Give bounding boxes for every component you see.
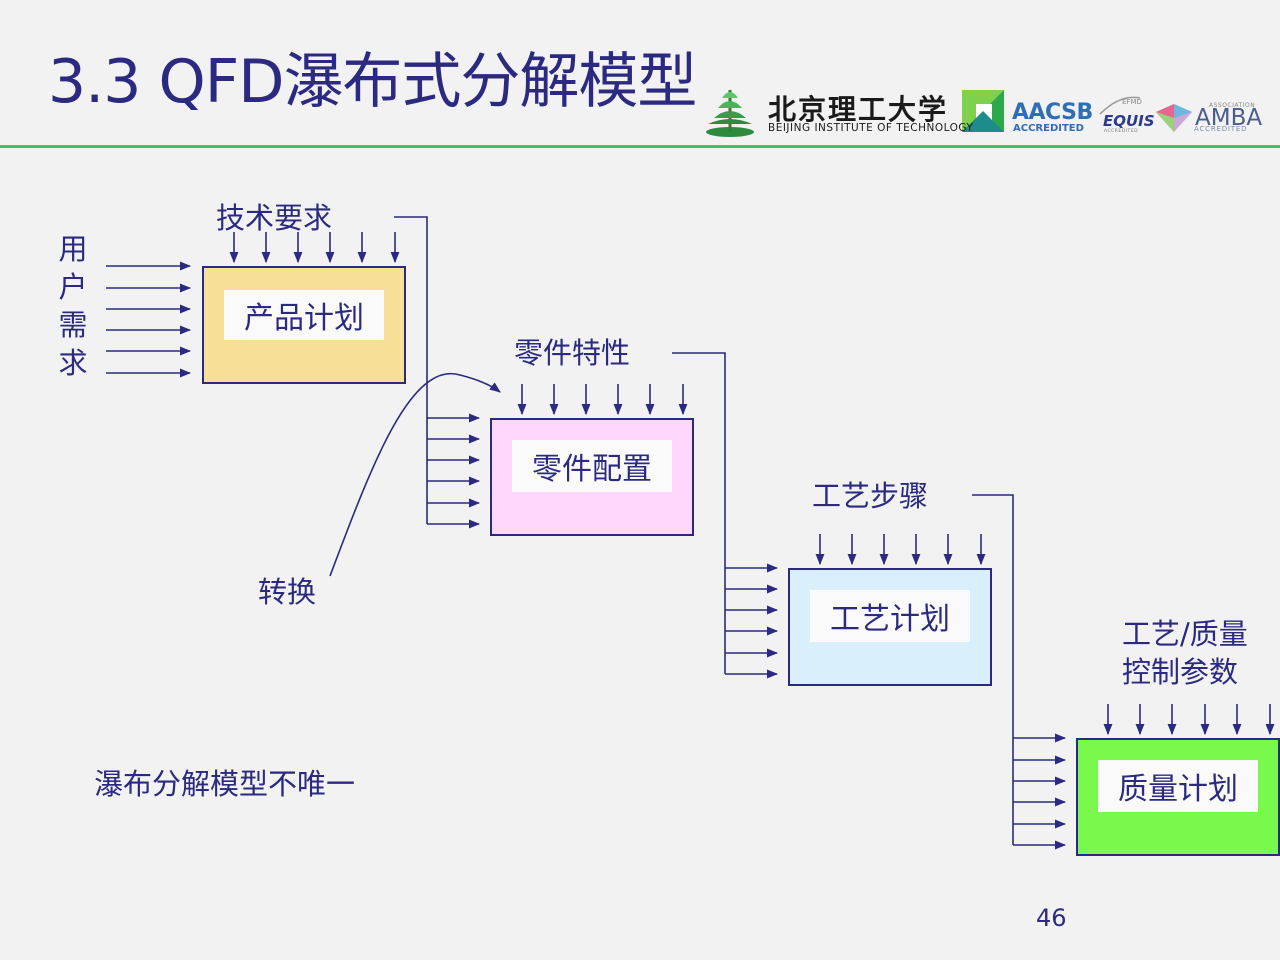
technical-requirements-label: 技术要求 xyxy=(216,201,333,235)
stage1-output-line xyxy=(394,216,428,524)
university-name-en: BEIJING INSTITUTE OF TECHNOLOGY xyxy=(768,122,974,134)
efmd-text: EFMD xyxy=(1122,98,1142,106)
amba-accredited-text: ACCREDITED xyxy=(1194,125,1248,133)
user-needs-char: 用 xyxy=(58,232,88,266)
stage2-output-line xyxy=(672,352,726,674)
user-needs-char: 户 xyxy=(58,270,88,304)
conversion-label: 转换 xyxy=(258,575,317,609)
equis-text: EQUIS xyxy=(1103,112,1155,130)
page-number: 46 xyxy=(1036,904,1067,932)
process-planning-label: 工艺计划 xyxy=(810,590,970,642)
aacsb-emblem-icon xyxy=(962,90,1004,132)
aacsb-accredited-text: ACCREDITED xyxy=(1013,123,1084,134)
university-name-cn: 北京理工大学 xyxy=(768,93,949,126)
control-parameters-label-line2: 控制参数 xyxy=(1122,655,1239,689)
amba-association-text: ASSOCIATION xyxy=(1209,102,1256,109)
equis-accredited-text: ACCREDITED xyxy=(1104,129,1139,134)
equis-swoosh-icon xyxy=(1099,96,1141,115)
part-characteristics-label: 零件特性 xyxy=(514,336,631,370)
logo-bar: 北京理工大学 BEIJING INSTITUTE OF TECHNOLOGY A… xyxy=(700,74,1275,144)
user-needs-char: 求 xyxy=(58,346,88,380)
process-steps-label: 工艺步骤 xyxy=(812,479,929,513)
title-divider xyxy=(0,145,1280,148)
part-deployment-label: 零件配置 xyxy=(512,440,672,492)
quality-planning-label: 质量计划 xyxy=(1098,760,1258,812)
product-planning-label: 产品计划 xyxy=(224,290,384,340)
user-needs-label: 用 户 需 求 xyxy=(56,230,90,382)
aacsb-text: AACSB xyxy=(1012,100,1093,125)
user-needs-char: 需 xyxy=(58,308,88,342)
stage3-output-line xyxy=(972,494,1014,845)
conversion-curve xyxy=(329,372,501,577)
logo-graphics xyxy=(706,90,1192,137)
bit-emblem-icon xyxy=(706,90,754,137)
slide-title: 3.3 QFD瀑布式分解模型 xyxy=(48,47,697,117)
control-parameters-label-line1: 工艺/质量 xyxy=(1122,617,1248,651)
amba-diamond-icon xyxy=(1156,104,1192,132)
waterfall-note: 瀑布分解模型不唯一 xyxy=(94,767,356,801)
amba-text: AMBA xyxy=(1195,105,1263,131)
